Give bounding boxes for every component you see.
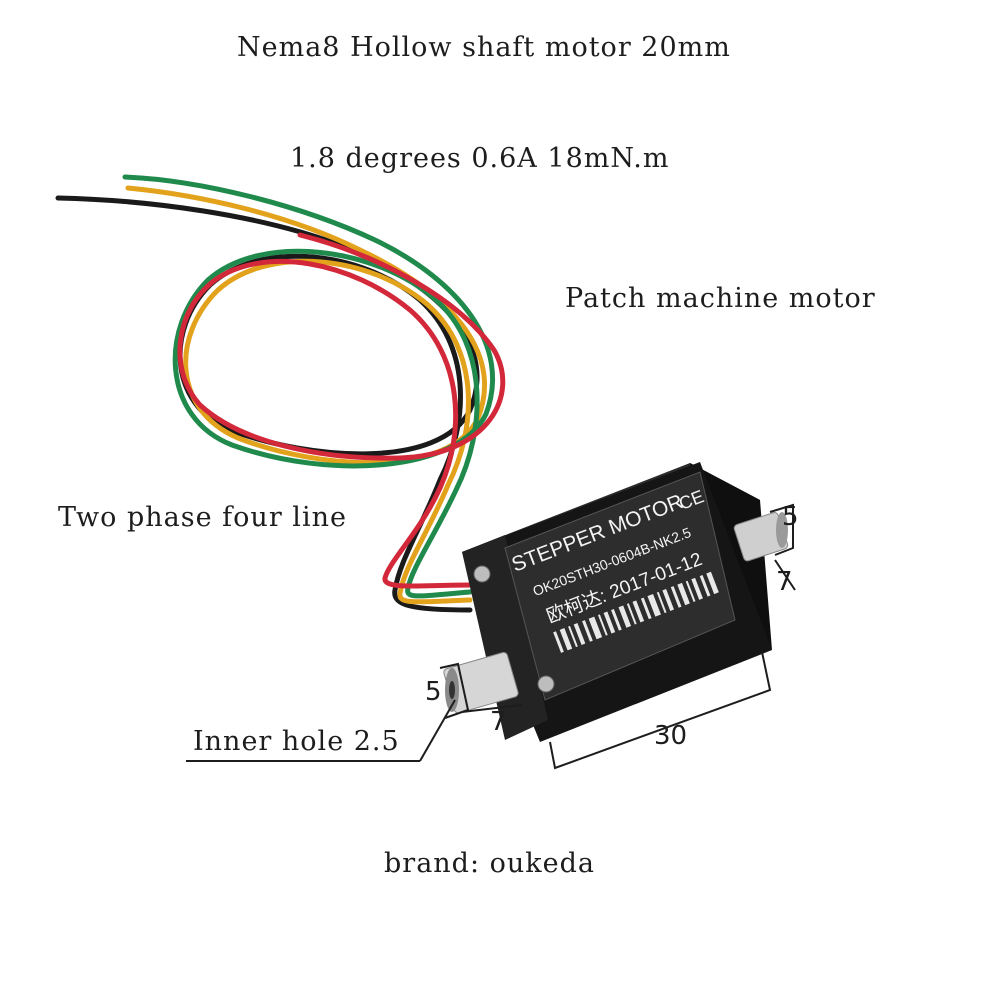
spec-caption: 1.8 degrees 0.6A 18mN.m [290,143,670,174]
front-shaft-length-label: 7 [490,707,507,737]
wire-bundle [55,174,506,613]
inner-hole-caption: Inner hole 2.5 [193,726,400,757]
patch-machine-caption: Patch machine motor [565,283,876,314]
motor-end-cap [462,535,548,740]
brand-caption: brand: oukeda [384,848,596,879]
top-shaft-length-label: 7 [776,567,793,597]
red-wire [177,232,506,589]
rear-shaft [733,512,789,562]
barcode [553,571,719,653]
top-shaft-diameter-label: 5 [782,502,799,532]
title-caption: Nema8 Hollow shaft motor 20mm [237,32,731,63]
dimension-lines [186,503,796,770]
front-shaft-diameter-label: 5 [425,677,442,707]
phase-caption: Two phase four line [58,502,347,533]
stepper-motor: STEPPER MOTOR CE OK20STH30-0604B-NK2.5 欧… [443,462,789,742]
green-wire [122,174,496,599]
body-length-label: 30 [654,721,687,751]
screw-bottom [537,675,555,693]
screw-top [473,565,491,583]
motor-label-plate [504,471,736,701]
